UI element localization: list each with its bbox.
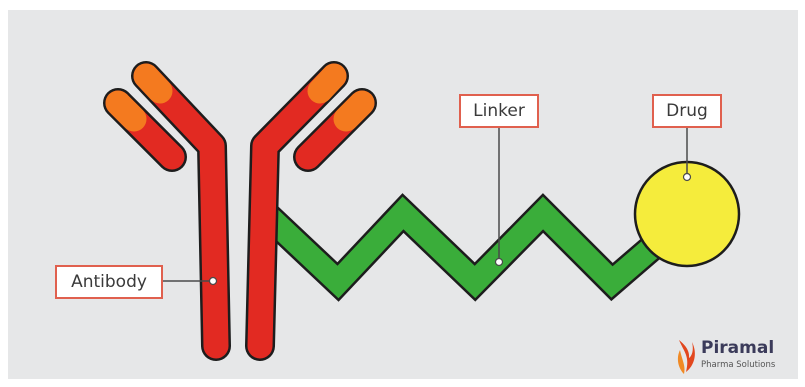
linker-label: Linker <box>459 94 539 128</box>
antibody-shape <box>103 61 377 361</box>
antibody-heavy-chain-right <box>245 61 349 361</box>
linker-chain <box>258 193 680 302</box>
antibody-leader <box>162 276 218 286</box>
drug-label: Drug <box>652 94 722 128</box>
piramal-logo-icon <box>677 340 695 374</box>
logo-subtitle: Pharma Solutions <box>701 360 776 370</box>
antibody-label: Antibody <box>55 265 163 299</box>
antibody-light-chain-right <box>293 88 377 172</box>
linker-leader <box>494 127 504 267</box>
drug-leader <box>682 127 692 182</box>
piramal-logo: Piramal Pharma Solutions <box>676 334 805 378</box>
antibody-light-chain-left <box>103 88 187 172</box>
antibody-heavy-chain-left <box>131 61 231 361</box>
logo-name: Piramal <box>701 338 775 358</box>
